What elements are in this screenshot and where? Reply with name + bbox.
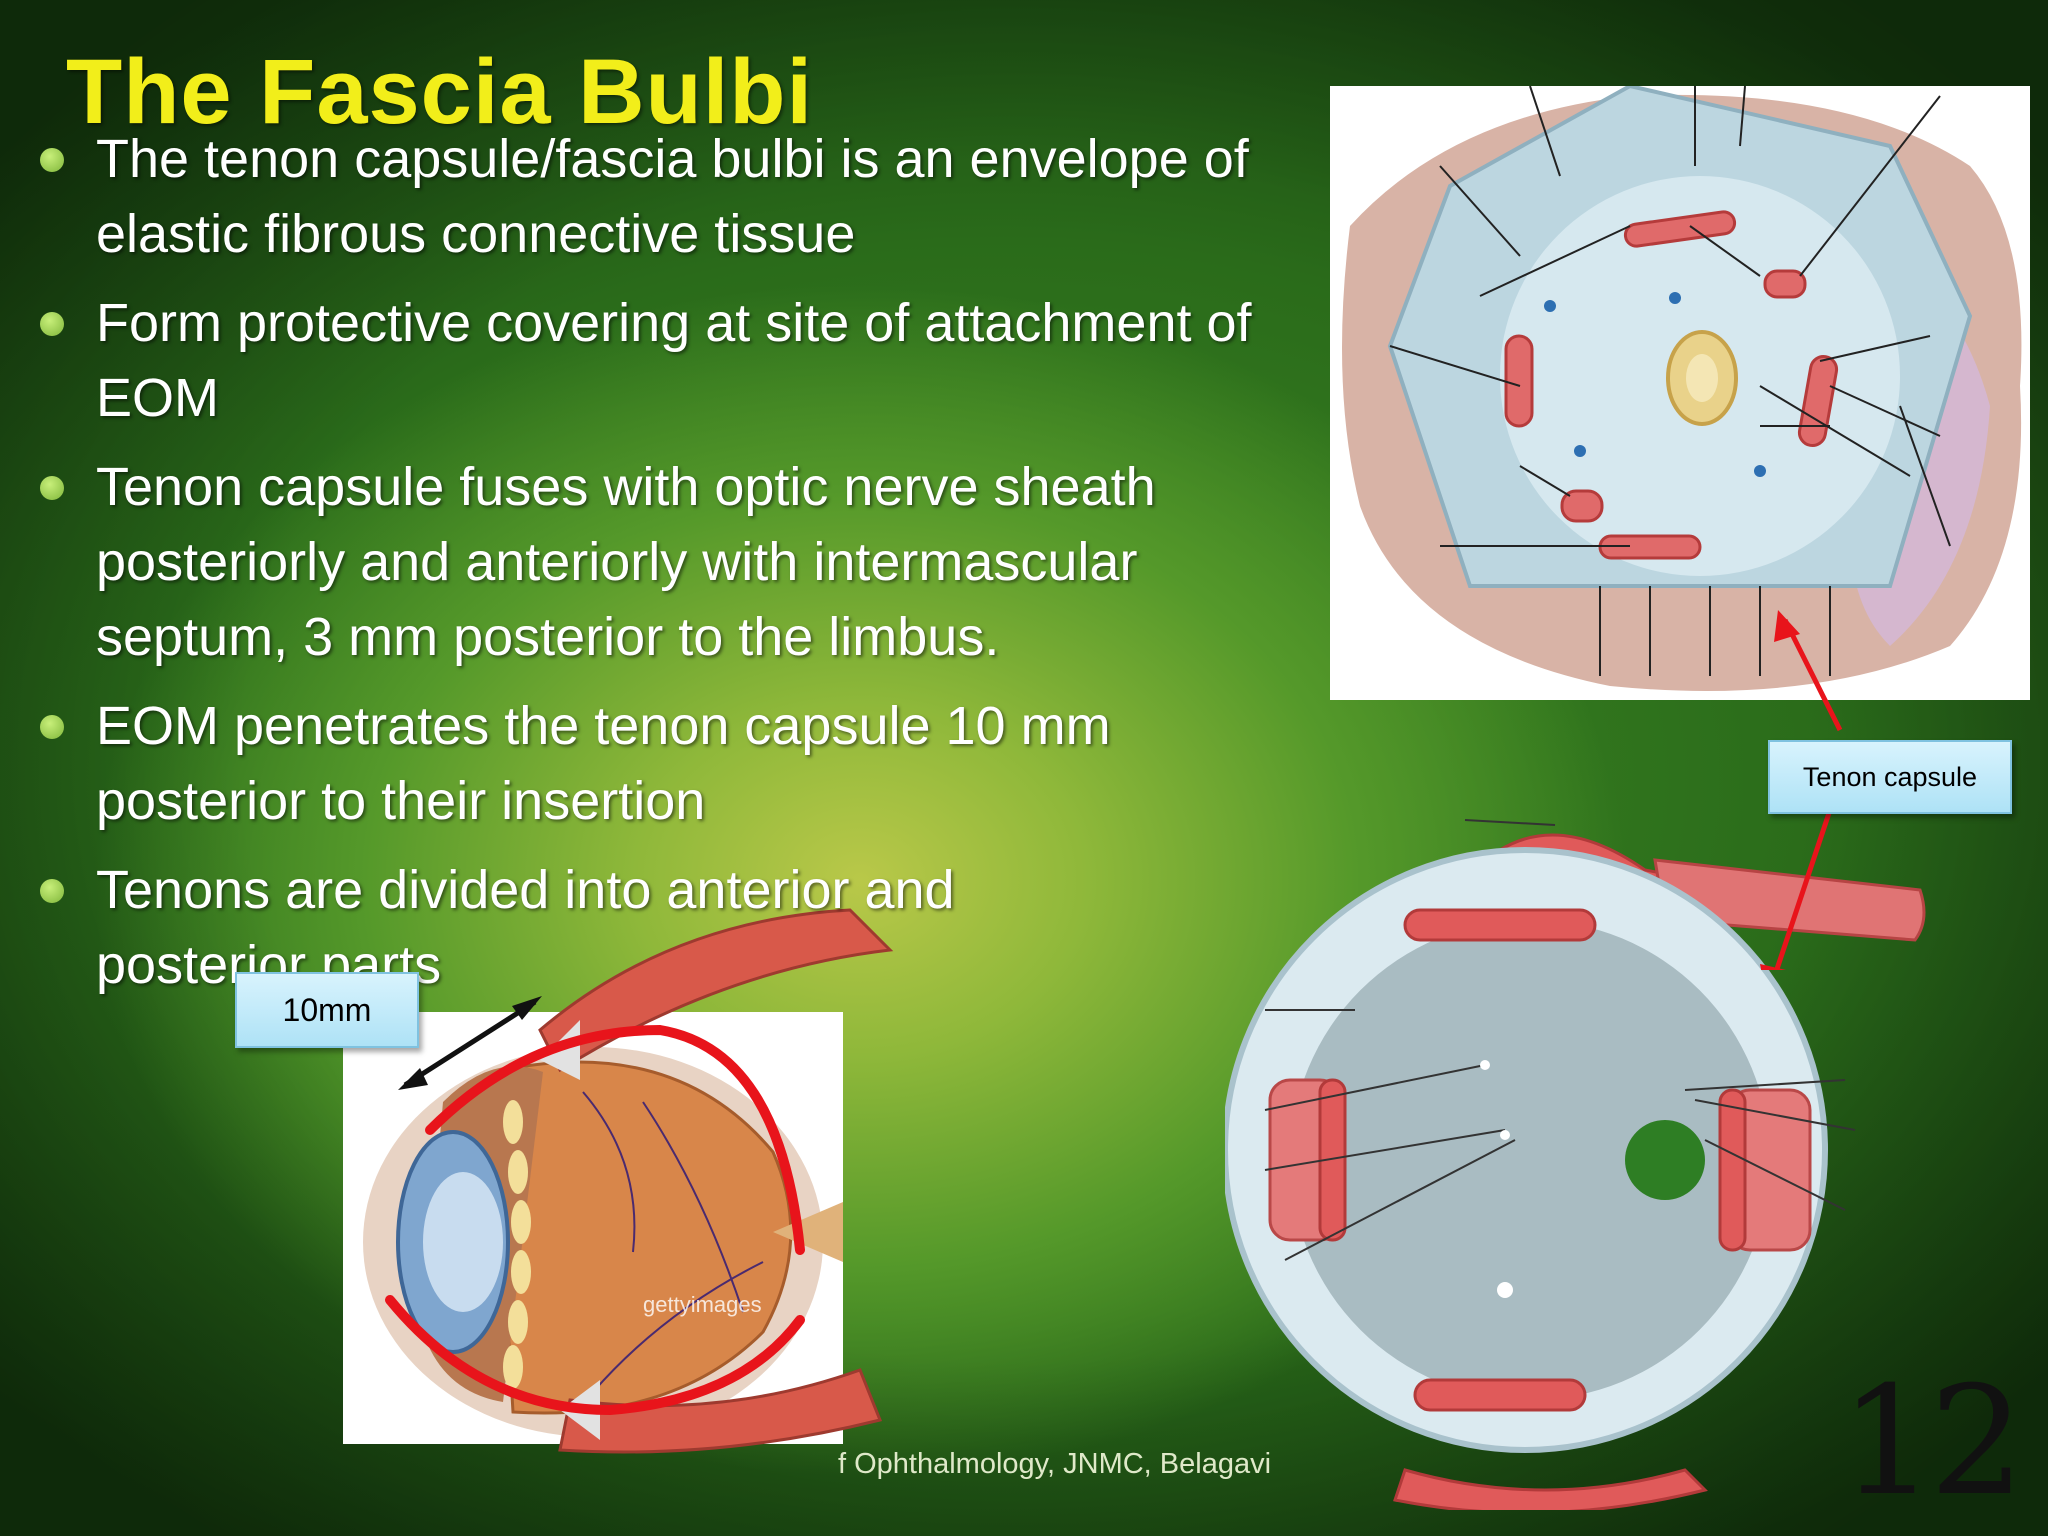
slide-footer: f Ophthalmology, JNMC, Belagavi (838, 1448, 1272, 1480)
tenon-pointer-arrows (1760, 610, 1843, 970)
slide-title: The Fascia Bulbi (66, 41, 814, 143)
bullet-dot-icon (40, 879, 64, 903)
bullet-text: EOM penetrates the tenon capsule 10 mm p… (96, 696, 1111, 831)
orbit-cross-section-drawing (1342, 86, 2022, 691)
tenon-red-curves (385, 1024, 805, 1416)
label-10mm: 10mm (235, 972, 419, 1048)
bullet-text: Tenon capsule fuses with optic nerve she… (96, 457, 1156, 667)
bullet-item: Tenon capsule fuses with optic nerve she… (40, 450, 1290, 675)
bullet-item: Form protective covering at site of atta… (40, 286, 1290, 436)
bullet-item: Tenons are divided into anterior and pos… (40, 853, 1116, 1003)
getty-watermark: gettyimages (643, 1292, 762, 1317)
bullet-dot-icon (40, 312, 64, 336)
label-tenon-capsule: Tenon capsule (1768, 740, 2012, 814)
bullet-text: The tenon capsule/fascia bulbi is an env… (96, 129, 1249, 264)
bullet-dot-icon (40, 476, 64, 500)
bullet-item: The tenon capsule/fascia bulbi is an env… (40, 122, 1290, 272)
bullet-item: EOM penetrates the tenon capsule 10 mm p… (40, 689, 1290, 839)
orbit-cross-section-image (1330, 86, 2030, 700)
measure-arrow-10mm (398, 996, 542, 1090)
page-number: 12 (1840, 1355, 2025, 1529)
bullet-dot-icon (40, 715, 64, 739)
eye-section-drawing: gettyimages (363, 1047, 843, 1437)
tenon-globe-drawing (1225, 819, 1926, 1510)
eye-section-image: gettyimages (343, 1012, 843, 1444)
bullet-text: Tenons are divided into anterior and pos… (96, 860, 955, 995)
bullet-dot-icon (40, 148, 64, 172)
bullet-list: The tenon capsule/fascia bulbi is an env… (40, 122, 1290, 1017)
bullet-text: Form protective covering at site of atta… (96, 293, 1252, 428)
